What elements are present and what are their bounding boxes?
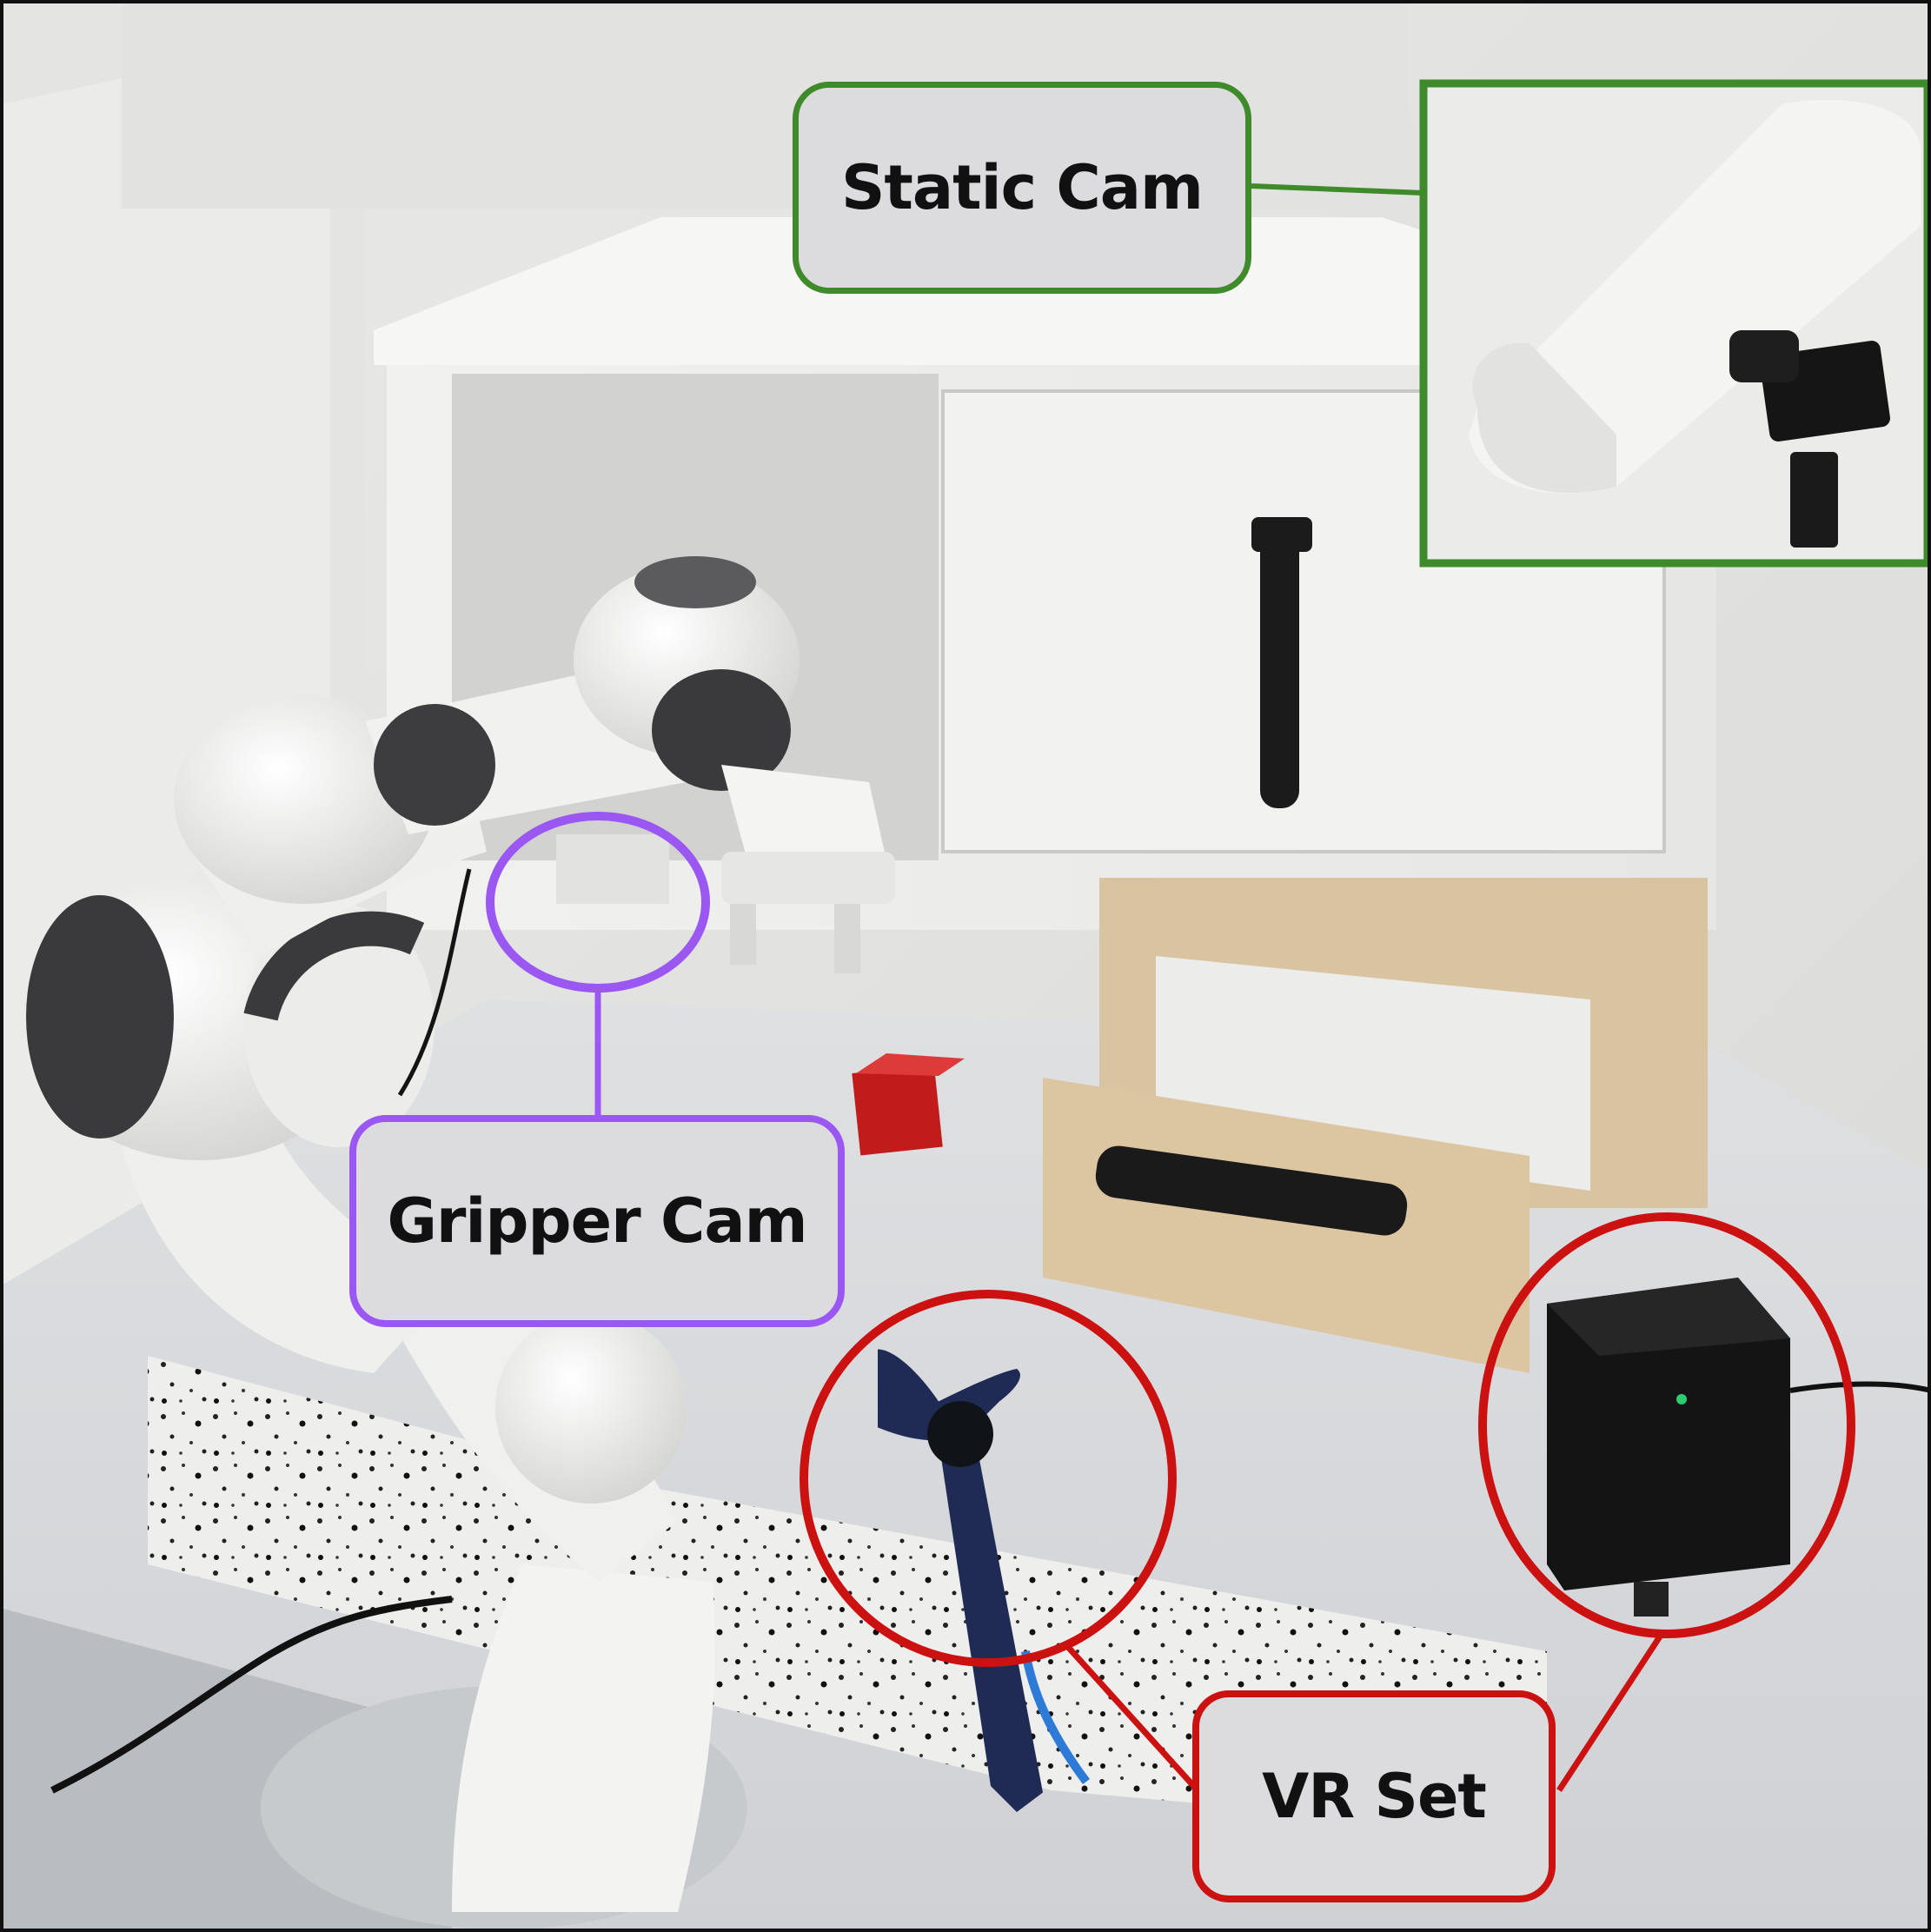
vr-base-station (1547, 1278, 1931, 1617)
static-cam-inset (1419, 79, 1931, 568)
robot-arm (26, 556, 895, 1912)
vr-controller-circle (800, 1290, 1177, 1667)
vr-set-label: VR Set (1192, 1690, 1556, 1902)
vr-base-station-circle (1478, 1212, 1855, 1638)
gripper-cam-label: Gripper Cam (349, 1115, 845, 1327)
vr-controller (878, 1349, 1091, 1812)
static-cam-label: Static Cam (793, 82, 1251, 294)
